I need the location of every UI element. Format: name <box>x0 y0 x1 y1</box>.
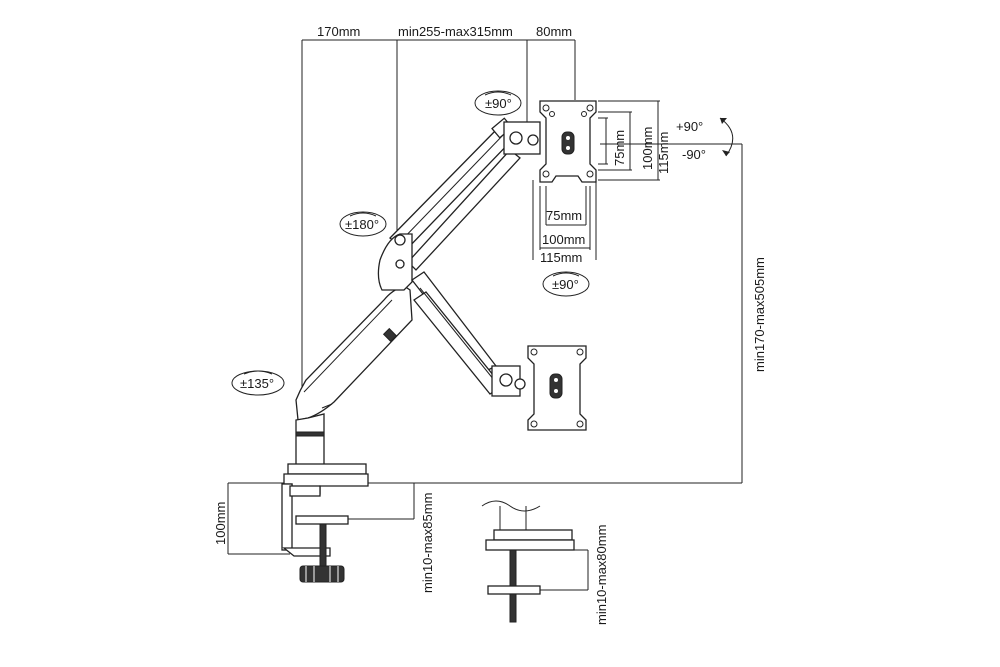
rotation-badge-head-tilt: ±90° <box>474 90 522 116</box>
rotation-badge-base: ±135° <box>231 370 285 396</box>
dim-top-offset: 170mm <box>317 24 360 39</box>
rotation-head-swivel-label: ±90° <box>552 277 579 292</box>
dim-vesa-v-100: 100mm <box>640 127 655 170</box>
dim-top-extension: min255-max315mm <box>398 24 513 39</box>
rotation-plus-label: +90° <box>676 119 703 134</box>
elbow-joint <box>377 233 413 291</box>
dim-height-range: min170-max505mm <box>752 257 767 372</box>
rotation-elbow-label: ±180° <box>345 217 379 232</box>
dim-clamp-height: 100mm <box>213 502 228 545</box>
dim-grommet-range: min10-max80mm <box>594 525 609 625</box>
rotation-head-tilt-label: ±90° <box>485 96 512 111</box>
pole <box>295 413 325 467</box>
dim-vesa-h-75: 75mm <box>546 208 582 223</box>
dim-vesa-v-75: 75mm <box>612 130 627 166</box>
rotation-badge-head-swivel: ±90° <box>542 271 590 297</box>
rotation-minus-label: -90° <box>682 147 706 162</box>
vesa-plate-lower <box>527 345 587 431</box>
dim-vesa-h-100: 100mm <box>542 232 585 247</box>
rotation-base-label: ±135° <box>240 376 274 391</box>
upper-arm-raised <box>389 117 541 271</box>
grommet-mount <box>481 500 575 623</box>
rotation-indicator-portrait: +90° -90° <box>676 117 734 162</box>
dimension-lines <box>227 39 743 591</box>
dim-vesa-v-115: 115mm <box>656 132 671 174</box>
desk-clamp <box>281 463 369 583</box>
vesa-plate-upper <box>539 100 597 183</box>
dim-top-head: 80mm <box>536 24 572 39</box>
dim-vesa-h-115: 115mm <box>540 250 582 265</box>
upper-arm-lowered <box>411 271 526 397</box>
rotation-badge-elbow: ±180° <box>339 211 387 237</box>
dim-clamp-range: min10-max85mm <box>420 493 435 593</box>
lower-arm <box>295 285 413 421</box>
